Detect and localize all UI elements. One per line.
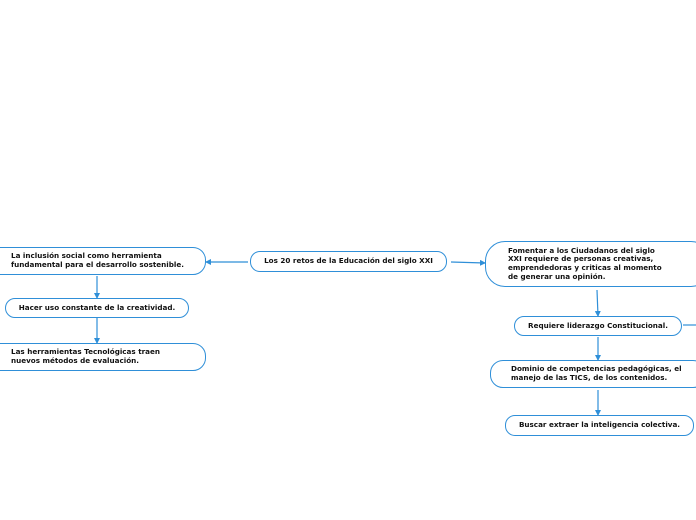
node-competencias-pedagogicas-label: Dominio de competencias pedagógicas, el … xyxy=(511,364,682,382)
node-herramientas-tecnologicas[interactable]: Las herramientas Tecnológicas traen nuev… xyxy=(0,343,206,371)
node-liderazgo[interactable]: Requiere liderazgo Constitucional. xyxy=(514,316,682,336)
node-herramientas-tecnologicas-label: Las herramientas Tecnológicas traen nuev… xyxy=(11,347,161,365)
central-topic-node[interactable]: Los 20 retos de la Educación del siglo X… xyxy=(250,251,447,272)
node-competencias-pedagogicas[interactable]: Dominio de competencias pedagógicas, el … xyxy=(490,360,696,388)
node-fomentar-ciudadanos-label: Fomentar a los Ciudadanos del siglo XXI … xyxy=(508,245,662,281)
node-liderazgo-label: Requiere liderazgo Constitucional. xyxy=(528,320,668,330)
central-topic-label: Los 20 retos de la Educación del siglo X… xyxy=(264,256,433,266)
node-creatividad[interactable]: Hacer uso constante de la creatividad. xyxy=(5,298,189,318)
connector-fomentar-to-liderazgo xyxy=(594,289,601,317)
node-fomentar-ciudadanos[interactable]: Fomentar a los Ciudadanos del siglo XXI … xyxy=(485,241,696,287)
node-inteligencia-colectiva[interactable]: Buscar extraer la inteligencia colectiva… xyxy=(505,415,694,436)
node-inteligencia-colectiva-label: Buscar extraer la inteligencia colectiva… xyxy=(518,420,681,430)
node-creatividad-label: Hacer uso constante de la creatividad. xyxy=(18,302,176,312)
node-inclusion-social-label: La inclusión social como herramienta fun… xyxy=(11,251,184,269)
connector-central-to-fomentar xyxy=(450,259,486,266)
node-inclusion-social[interactable]: La inclusión social como herramienta fun… xyxy=(0,247,206,275)
